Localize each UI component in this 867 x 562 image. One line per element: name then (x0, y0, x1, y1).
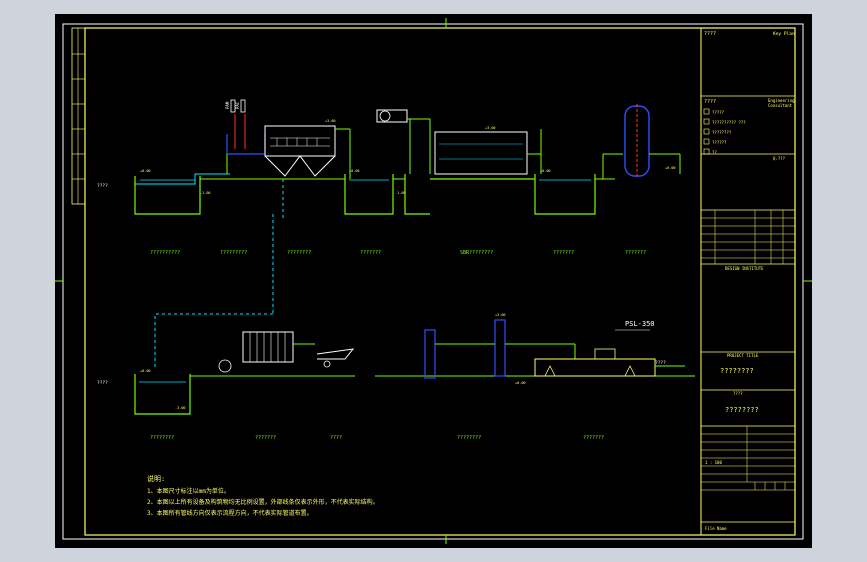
design-institute: DESIGN INSTITUTE (725, 266, 764, 271)
notes-block: 说明: 1、本图尺寸标注以mm为单位。 2、本图以上所有设备及构筑物均无比例设置… (147, 474, 379, 517)
svg-text:+3.60: +3.60 (325, 119, 336, 123)
sub-title-value: ???????? (725, 406, 759, 414)
svg-text:-1.00: -1.00 (200, 191, 211, 195)
project-title-label: PROJECT TITLE (727, 353, 759, 358)
top-process-row: PAM PAC (97, 99, 681, 314)
title-header-code: ???? (704, 31, 716, 37)
clarifier-body (264, 125, 336, 157)
drawing-sheet: ???? Key Plan ???? Engineering Consultan… (55, 14, 812, 548)
svg-text:+0.00: +0.00 (140, 369, 151, 373)
bottom-label-0: ???????? (150, 435, 174, 441)
svg-text:-3.00: -3.00 (175, 406, 186, 410)
checklist-item-3: ?????? (712, 140, 727, 145)
project-title-value: ???????? (720, 367, 754, 375)
checklist-item-0: ????? (712, 110, 725, 115)
left-strip-lines (72, 28, 85, 204)
wheelbarrow (316, 348, 355, 360)
note-2: 2、本图以上所有设备及构筑物均无比例设置，外部线条仅表示外形，不代表实际结构。 (147, 498, 379, 506)
checklist-item-4: ?? (712, 150, 717, 155)
checklist-item-2: ???????? (712, 130, 732, 135)
svg-text:+3.00: +3.00 (495, 313, 506, 317)
inner-border (84, 27, 796, 536)
bottom-label-3: ???????? (457, 435, 481, 441)
sludge-tank (134, 374, 191, 415)
top-label-2: ???????? (287, 250, 311, 256)
note-1: 1、本图尺寸标注以mm为单位。 (147, 487, 230, 495)
inlet-label-bottom: ???? (97, 380, 108, 386)
bottom-label-4: ??????? (583, 435, 604, 441)
filter-press (242, 331, 294, 363)
sbr-tank (434, 131, 528, 175)
intermediate-tank-2 (534, 174, 596, 215)
consultant-label: Consultant (768, 103, 793, 108)
clear-water-tank (534, 358, 656, 377)
svg-text:+0.00: +0.00 (140, 169, 151, 173)
center-marks (55, 18, 812, 544)
pac-tag: PAC (235, 101, 240, 109)
file-name-label: File Name (705, 526, 727, 531)
psl-tag: PSL-350 (625, 320, 655, 328)
outlet-label: ???? (655, 360, 666, 366)
key-plan-label: Key Plan (773, 31, 795, 37)
bottom-label-2: ???? (330, 435, 342, 441)
title-block: ???? Key Plan ???? Engineering Consultan… (700, 28, 795, 535)
sub-title-label: ???? (733, 391, 743, 396)
legend-text: Q.??? (773, 156, 786, 161)
outer-border (62, 23, 804, 540)
engineering-label: Engineering (768, 98, 795, 103)
svg-text:+0.00: +0.00 (515, 381, 526, 385)
svg-text:+3.00: +3.00 (485, 126, 496, 130)
drawing-canvas: ???? Key Plan ???? Engineering Consultan… (55, 18, 812, 544)
top-label-4: SBR???????? (460, 250, 493, 256)
top-label-5: ??????? (553, 250, 574, 256)
note-3: 3、本图所有管线方向仅表示流程方向，不代表实际管道布置。 (147, 509, 313, 517)
inlet-label-top: ???? (97, 183, 108, 189)
reaction-tank (226, 134, 266, 155)
blower (376, 109, 408, 123)
top-label-3: ??????? (360, 250, 381, 256)
pam-tag: PAM (225, 101, 230, 109)
notes-title: 说明: (147, 474, 165, 483)
bottom-label-1: ??????? (255, 435, 276, 441)
svg-text:-1.00: -1.00 (395, 191, 406, 195)
top-label-1: ????????? (220, 250, 247, 256)
left-strip (71, 27, 86, 205)
top-label-6: ??????? (625, 250, 646, 256)
engineering-code: ???? (704, 99, 716, 105)
top-label-0: ?????????? (150, 250, 180, 256)
svg-text:+0.00: +0.00 (665, 166, 676, 170)
svg-text:+0.00: +0.00 (349, 169, 360, 173)
scale-value: 1 : 100 (705, 460, 722, 465)
bottom-process-row: PSL-350 ???? ???? +0.00-3.00 +3.00+0.00 … (97, 313, 695, 441)
regulating-tank-1 (134, 176, 201, 215)
checklist-item-1: ?????????? ??? (712, 120, 746, 125)
svg-text:+0.00: +0.00 (540, 169, 551, 173)
intermediate-tank-1 (344, 174, 394, 215)
